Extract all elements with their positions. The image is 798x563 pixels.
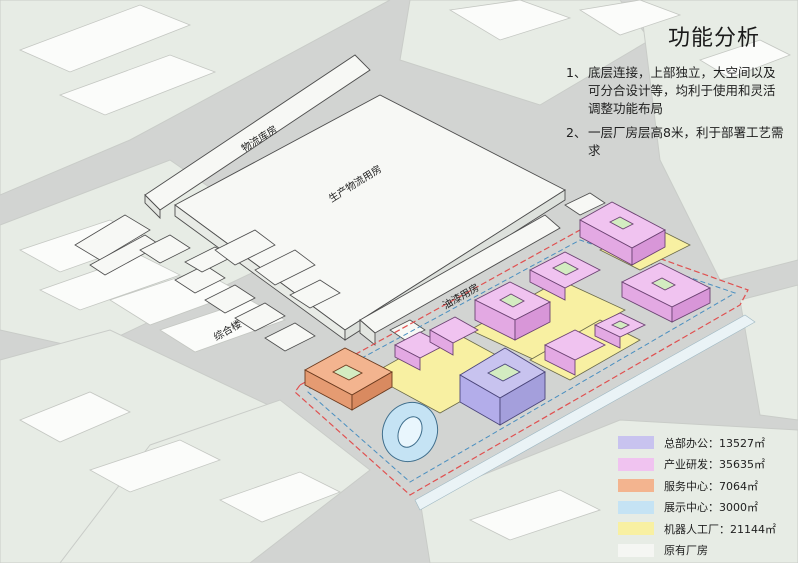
exhibition-center-building <box>381 402 439 462</box>
legend-item: 服务中心：7064㎡ <box>618 475 788 497</box>
context-building <box>468 489 602 541</box>
legend-label: 服务中心 <box>664 479 708 493</box>
site-boundary-blue <box>307 239 737 483</box>
context-building <box>19 391 131 443</box>
service-center-building <box>304 347 393 411</box>
legend-label: 总部办公 <box>664 436 708 450</box>
note-number: 1、 <box>566 65 587 80</box>
research-building <box>529 251 601 301</box>
water-strip <box>414 314 756 511</box>
block-top-mid <box>399 0 651 106</box>
legend-item: 展示中心：3000㎡ <box>618 497 788 519</box>
research-buildings <box>394 201 712 376</box>
note-text: 一层厂房层高8米，利于部署工艺需求 <box>588 125 784 158</box>
research-building <box>474 281 551 341</box>
context-building <box>218 471 341 523</box>
legend-item: 原有厂房 <box>618 540 788 562</box>
legend-swatch <box>618 479 654 493</box>
legend-label: 展示中心 <box>664 501 708 515</box>
block-right <box>739 284 798 421</box>
hq-office-building <box>459 347 546 426</box>
legend-swatch <box>618 457 654 471</box>
legend-value: ：21144㎡ <box>719 522 776 536</box>
legend-item: 机器人工厂：21144㎡ <box>618 518 788 540</box>
context-building <box>448 0 572 41</box>
research-building <box>579 201 666 266</box>
context-building <box>58 54 217 116</box>
note-number: 2、 <box>566 125 587 140</box>
logistics-warehouse-building <box>144 54 371 220</box>
legend-value: ：35635㎡ <box>708 458 765 472</box>
research-building <box>429 316 479 356</box>
block-bottom-mid <box>59 399 371 563</box>
context-building <box>18 4 192 73</box>
legend-value: ：3000㎡ <box>708 501 758 515</box>
legend-label: 产业研发 <box>664 458 708 472</box>
legend-value: ：7064㎡ <box>708 479 758 493</box>
research-building <box>543 329 607 376</box>
legend-label: 原有厂房 <box>664 544 708 558</box>
research-building <box>620 262 712 323</box>
legend-swatch <box>618 500 654 514</box>
legend: 总部办公：13527㎡ 产业研发：35635㎡ 服务中心：7064㎡ 展示中心：… <box>618 432 788 561</box>
page-title: 功能分析 <box>668 26 761 51</box>
existing-small-buildings <box>74 192 606 352</box>
context-building <box>578 0 682 36</box>
legend-item: 总部办公：13527㎡ <box>618 432 788 454</box>
painting-building <box>359 214 561 346</box>
notes-list: 1、 底层连接，上部独立，大空间以及可分合设计等，均利于使用和灵活调整功能布局 … <box>566 64 786 166</box>
research-building <box>593 312 647 349</box>
context-building <box>89 439 222 493</box>
note-text: 底层连接，上部独立，大空间以及可分合设计等，均利于使用和灵活调整功能布局 <box>588 65 776 116</box>
legend-swatch <box>618 522 654 536</box>
legend-label: 机器人工厂 <box>664 522 719 536</box>
legend-swatch <box>618 436 654 450</box>
legend-swatch <box>618 543 654 557</box>
legend-value: ：13527㎡ <box>708 436 765 450</box>
legend-item: 产业研发：35635㎡ <box>618 454 788 476</box>
context-building <box>699 39 791 79</box>
note-item: 1、 底层连接，上部独立，大空间以及可分合设计等，均利于使用和灵活调整功能布局 <box>566 64 786 118</box>
note-item: 2、 一层厂房层高8米，利于部署工艺需求 <box>566 124 786 160</box>
block-top-right <box>639 0 798 281</box>
